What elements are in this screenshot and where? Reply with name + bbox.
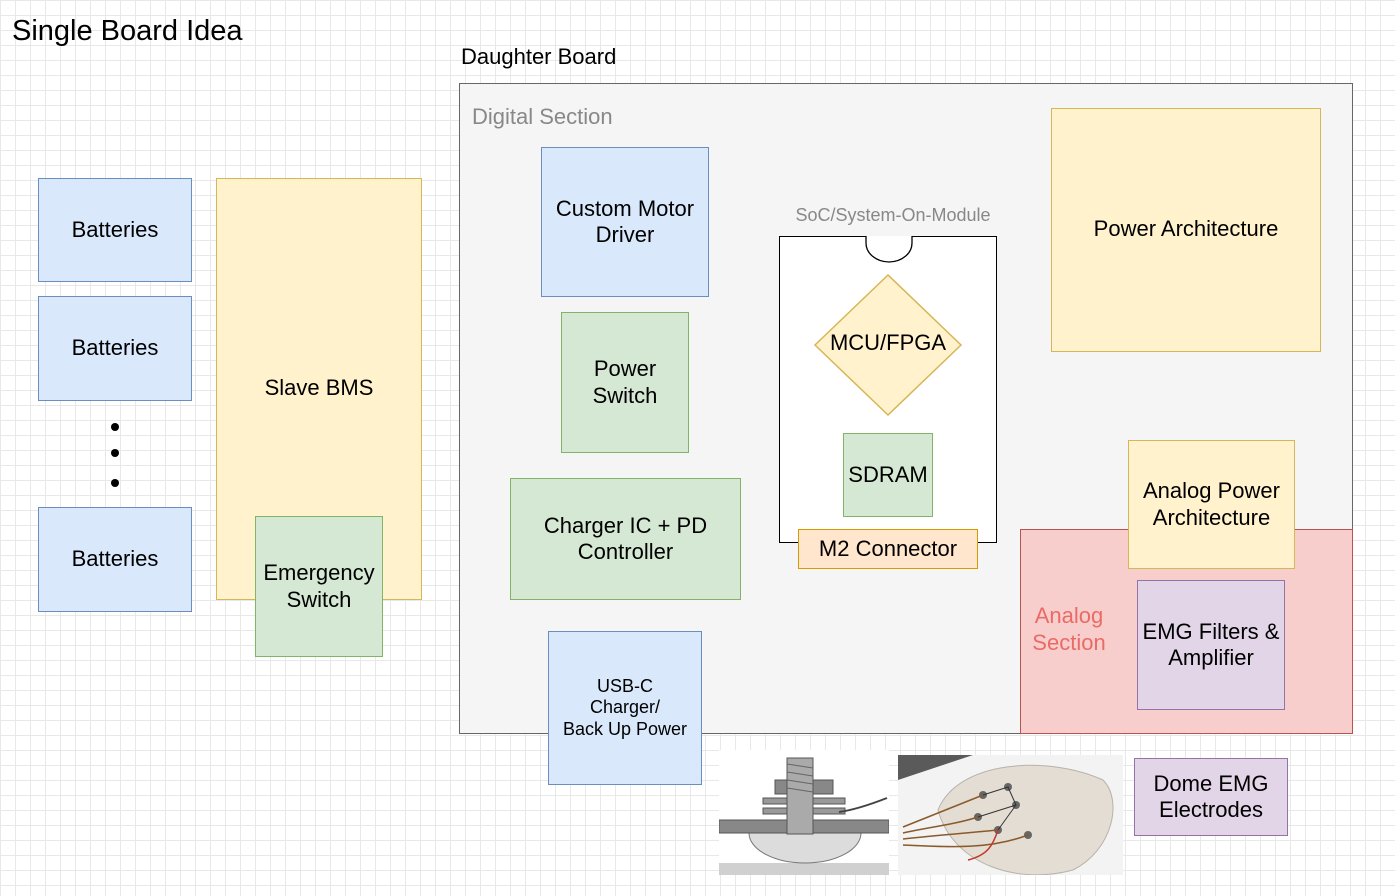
custom-motor-driver-block[interactable]: Custom Motor Driver <box>541 147 709 297</box>
analog-section-label: Analog Section <box>1032 603 1106 655</box>
chip-notch-icon <box>865 236 913 263</box>
power-switch-block[interactable]: Power Switch <box>561 312 689 453</box>
battery-block[interactable]: Batteries <box>38 296 192 401</box>
digital-section-label: Digital Section <box>472 104 613 129</box>
charger-ic-block[interactable]: Charger IC + PD Controller <box>510 478 741 600</box>
daughter-board-label: Daughter Board <box>461 44 617 69</box>
ellipsis-dot <box>111 479 119 487</box>
dome-emg-electrodes-block[interactable]: Dome EMG Electrodes <box>1134 758 1288 836</box>
power-architecture-block[interactable]: Power Architecture <box>1051 108 1321 352</box>
mcu-fpga-label: MCU/FPGA <box>829 330 947 355</box>
ellipsis-dot <box>111 423 119 431</box>
battery-block[interactable]: Batteries <box>38 507 192 612</box>
usbc-charger-block[interactable]: USB-C Charger/ Back Up Power <box>548 631 702 785</box>
sdram-block[interactable]: SDRAM <box>843 433 933 517</box>
page-title: Single Board Idea <box>12 15 243 47</box>
mcu-fpga-diamond[interactable] <box>813 273 963 417</box>
battery-block[interactable]: Batteries <box>38 178 192 282</box>
m2-connector-block[interactable]: M2 Connector <box>798 529 978 569</box>
power-architecture-label: Power Architecture <box>1093 216 1279 241</box>
slave-bms-label: Slave BMS <box>264 375 374 400</box>
dome-electrode-cross-section-image <box>719 750 889 875</box>
dome-electrode-photo-image <box>898 755 1123 875</box>
soc-label: SoC/System-On-Module <box>795 205 991 225</box>
ellipsis-dot <box>111 449 119 457</box>
emergency-switch-block[interactable]: Emergency Switch <box>255 516 383 657</box>
emg-filters-amplifier-block[interactable]: EMG Filters & Amplifier <box>1137 580 1285 710</box>
analog-power-architecture-block[interactable]: Analog Power Architecture <box>1128 440 1295 569</box>
